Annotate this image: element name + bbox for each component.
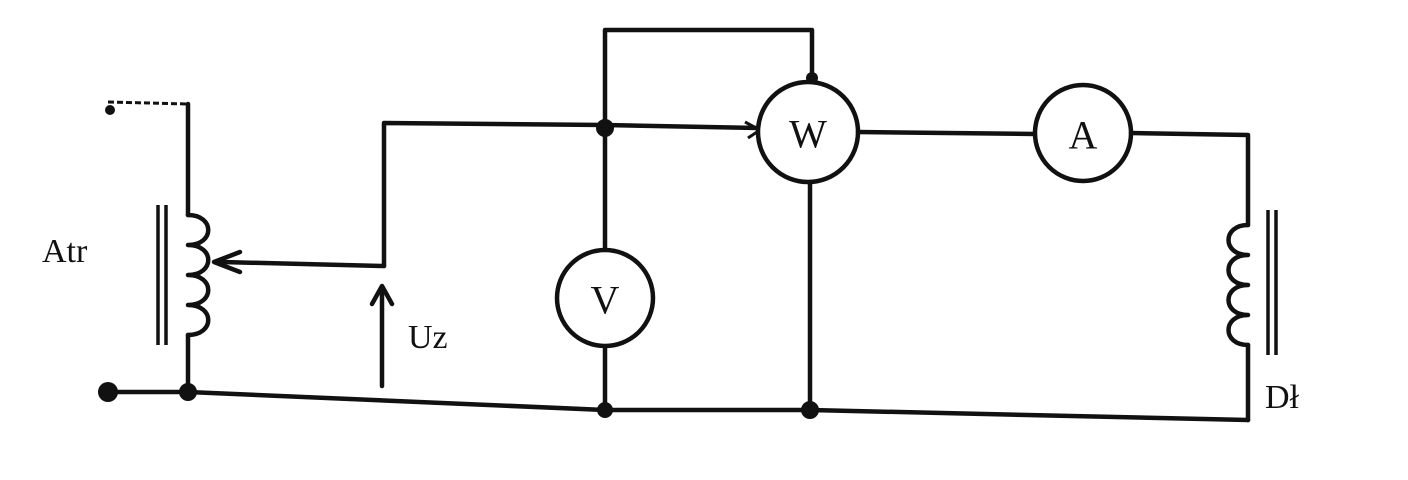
ammeter-symbol: A — [1069, 113, 1098, 158]
live-wire — [381, 120, 761, 269]
autotransformer — [156, 205, 211, 395]
supply-top-terminal — [105, 100, 191, 218]
autotransformer-label: Atr — [42, 233, 88, 270]
junction-node — [179, 383, 197, 401]
return-wire — [105, 389, 1251, 423]
ammeter-to-inductor-wire — [1128, 130, 1251, 228]
wattmeter-symbol: W — [789, 112, 827, 157]
inductor-label: Dł — [1265, 379, 1300, 416]
voltage-arrow-label: Uz — [408, 319, 448, 356]
voltmeter: V — [554, 247, 656, 349]
voltage-arrow — [369, 283, 395, 389]
wattmeter-to-ammeter-wire — [855, 129, 1038, 137]
inductor — [1226, 210, 1278, 423]
wattmeter-voltage-loop — [602, 27, 815, 131]
wattmeter: W — [755, 79, 861, 185]
ammeter: A — [1032, 82, 1134, 184]
wiper-arrow — [211, 249, 387, 275]
junction-node — [597, 402, 613, 418]
junction-node — [801, 401, 819, 419]
voltmeter-symbol: V — [591, 278, 620, 323]
